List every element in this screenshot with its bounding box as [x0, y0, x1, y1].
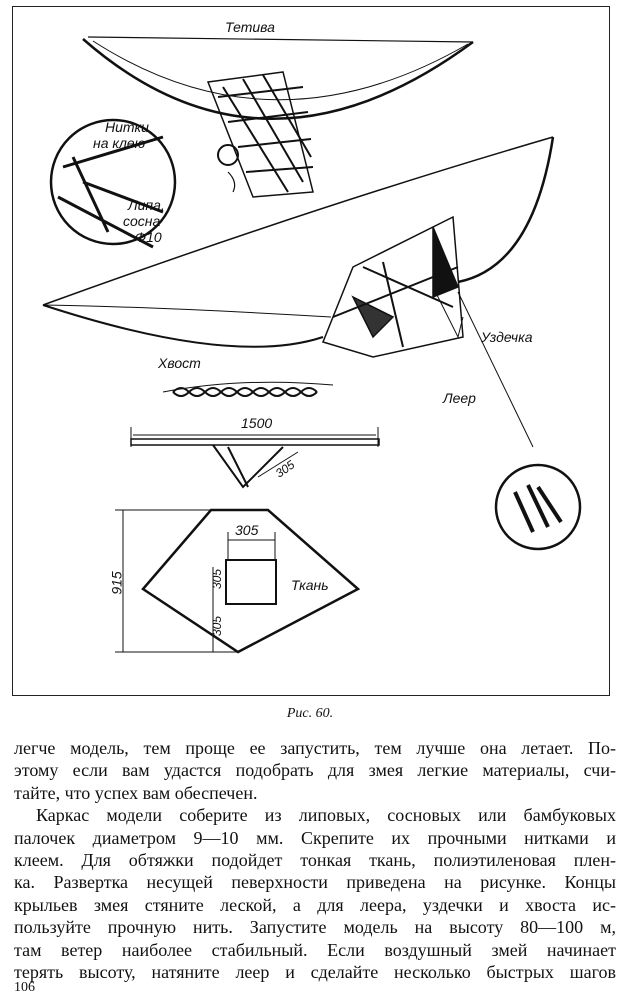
label-leer: Леер	[443, 390, 476, 406]
label-tkan: Ткань	[291, 577, 329, 593]
text-line: палочек диаметром 9—10 мм. Скрепите их п…	[14, 827, 616, 848]
text-line: терять высоту, натяните леер и сделайте …	[14, 962, 616, 983]
figure-kite-drawing: Тетива Нитки на клею Липа, сосна Ф10 Узд…	[12, 6, 610, 696]
label-na-kleyu: на клею	[93, 135, 146, 151]
text-line: ка. Развертка несущей певерхности привед…	[14, 872, 616, 893]
label-sosna: сосна	[123, 213, 161, 229]
text-line: там ветер наиболее стабильный. Если возд…	[14, 939, 616, 960]
label-dim-305-box: 305	[235, 522, 259, 538]
kite-illustration	[42, 36, 582, 654]
label-khvost: Хвост	[158, 355, 201, 371]
text-line: тайте, что успех вам обеспечен.	[14, 782, 258, 803]
label-nitki: Нитки	[105, 119, 149, 135]
label-dim-305-lower: 305	[210, 615, 225, 637]
text-line: этому если вам удастся подобрать для зме…	[14, 760, 616, 781]
body-text: легче модель, тем проще ее запустить, те…	[14, 737, 616, 983]
text-line: клеем. Для обтяжки подойдет тонкая ткань…	[14, 850, 616, 871]
text-line: Каркас модели соберите из липовых, сосно…	[36, 805, 616, 826]
figure-caption: Рис. 60.	[286, 706, 334, 721]
label-tetiva: Тетива	[225, 19, 275, 35]
text-line: легче модель, тем проще ее запустить, те…	[14, 738, 616, 758]
label-dim-305-side: 305	[210, 568, 225, 590]
label-dim-1500: 1500	[241, 415, 273, 431]
label-lipa: Липа,	[128, 197, 165, 213]
text-line: пользуйте прочную нить. Запустите модель…	[14, 917, 616, 938]
page-number: 106	[14, 980, 35, 995]
label-uzdechka: Уздечка	[481, 329, 533, 345]
text-line: крыльев змея стяните леской, а для леера…	[14, 894, 616, 915]
label-dim-915: 915	[108, 571, 125, 595]
label-f10: Ф10	[135, 229, 162, 245]
